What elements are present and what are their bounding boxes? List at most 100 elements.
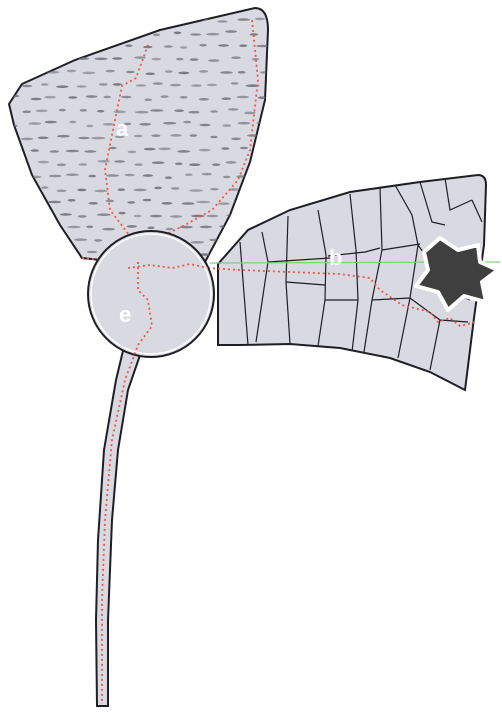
texture-mark [31, 149, 39, 152]
texture-mark [44, 96, 55, 99]
texture-mark [0, 60, 12, 63]
texture-mark [200, 124, 211, 127]
texture-mark [165, 176, 172, 179]
texture-mark [235, 226, 248, 229]
texture-mark [182, 18, 190, 21]
texture-mark [237, 18, 249, 21]
texture-mark [49, 175, 62, 178]
texture-mark [88, 202, 98, 205]
texture-mark [174, 109, 184, 112]
texture-mark [19, 187, 29, 190]
texture-mark [180, 226, 193, 229]
texture-mark [91, 137, 105, 140]
texture-mark [231, 82, 239, 85]
texture-mark [175, 163, 183, 166]
texture-mark [161, 202, 172, 205]
texture-mark [26, 200, 38, 203]
texture-mark [39, 60, 50, 63]
texture-mark [218, 44, 229, 47]
texture-mark [45, 121, 57, 124]
texture-mark [41, 83, 49, 86]
texture-mark [153, 82, 163, 85]
texture-mark [68, 199, 76, 202]
texture-mark [210, 136, 218, 139]
texture-mark [66, 173, 79, 176]
texture-mark [177, 150, 190, 153]
texture-mark [113, 111, 125, 114]
texture-mark [240, 147, 248, 150]
texture-mark [152, 58, 161, 61]
label-b: b [329, 245, 342, 270]
texture-mark [142, 19, 154, 22]
texture-mark [127, 225, 137, 228]
texture-mark [60, 213, 72, 216]
texture-mark [143, 199, 152, 202]
texture-mark [147, 227, 154, 230]
texture-mark [47, 227, 55, 230]
label-a: a [116, 116, 129, 141]
texture-mark [153, 34, 160, 37]
texture-mark [97, 110, 104, 113]
texture-mark [109, 147, 117, 150]
texture-mark [239, 44, 247, 47]
texture-mark [180, 46, 188, 49]
texture-mark [166, 228, 174, 231]
texture-mark [200, 44, 207, 47]
texture-mark [28, 46, 41, 49]
texture-mark [49, 43, 58, 46]
texture-mark [218, 202, 230, 205]
texture-mark [150, 215, 162, 218]
texture-mark [87, 17, 98, 20]
texture-mark [244, 112, 255, 115]
texture-mark [199, 70, 208, 73]
texture-mark [97, 160, 110, 163]
texture-mark [231, 138, 241, 141]
texture-mark [101, 17, 115, 20]
region-e-bulb [88, 231, 214, 357]
texture-mark [0, 31, 9, 34]
label-e: e [119, 302, 131, 327]
texture-mark [251, 214, 261, 217]
texture-mark [78, 137, 90, 140]
texture-mark [255, 173, 267, 176]
texture-mark [237, 96, 249, 99]
texture-mark [2, 84, 10, 87]
texture-mark [78, 215, 87, 218]
texture-mark [4, 134, 13, 137]
texture-mark [38, 137, 49, 140]
texture-mark [191, 215, 204, 218]
texture-mark [146, 73, 156, 76]
texture-mark [79, 163, 88, 166]
texture-mark [89, 43, 97, 46]
texture-mark [86, 125, 93, 128]
texture-mark [144, 99, 152, 102]
texture-mark [38, 161, 49, 164]
texture-mark [182, 202, 195, 205]
texture-mark [226, 161, 237, 164]
texture-mark [131, 31, 143, 34]
texture-mark [227, 214, 238, 217]
texture-mark [185, 173, 193, 176]
texture-mark [86, 226, 93, 229]
texture-mark [49, 18, 58, 21]
texture-mark [161, 95, 169, 98]
texture-mark [66, 150, 79, 153]
texture-mark [180, 96, 188, 99]
texture-mark [8, 251, 16, 254]
texture-mark [207, 84, 217, 87]
texture-mark [94, 58, 107, 61]
texture-mark [221, 147, 229, 150]
texture-mark [190, 58, 199, 61]
texture-mark [106, 200, 115, 203]
texture-mark [191, 84, 201, 87]
texture-mark [18, 238, 31, 241]
region-a [0, 8, 271, 262]
texture-mark [189, 111, 200, 114]
texture-mark [64, 251, 77, 254]
texture-mark [28, 122, 41, 125]
texture-mark [190, 33, 201, 36]
texture-mark [99, 83, 108, 86]
texture-mark [30, 19, 38, 22]
texture-mark [225, 30, 237, 33]
